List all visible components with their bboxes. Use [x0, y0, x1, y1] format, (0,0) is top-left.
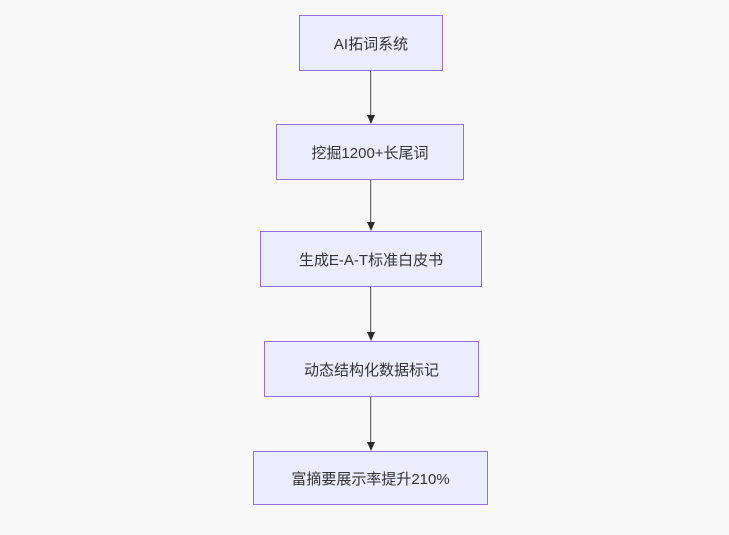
edge-line — [369, 180, 372, 224]
edge-line — [369, 397, 372, 444]
flowchart-edge-3 — [365, 287, 376, 341]
arrowhead-down-icon — [366, 332, 375, 341]
node-label: 挖掘1200+长尾词 — [311, 144, 429, 162]
flowchart-node-rich-snippet-result: 富摘要展示率提升210% — [253, 451, 488, 505]
node-label: 动态结构化数据标记 — [303, 361, 439, 379]
edge-line — [369, 287, 372, 334]
flowchart-node-ai-system: AI拓词系统 — [299, 15, 443, 71]
flowchart-node-structured-data: 动态结构化数据标记 — [264, 341, 479, 397]
flowchart-node-eat-whitepaper: 生成E-A-T标准白皮书 — [260, 231, 482, 287]
arrowhead-down-icon — [366, 222, 375, 231]
flowchart-edge-4 — [365, 397, 376, 451]
flowchart-edge-2 — [365, 180, 376, 231]
arrowhead-down-icon — [366, 115, 375, 124]
node-label: AI拓词系统 — [333, 35, 409, 53]
flowchart-edge-1 — [365, 71, 376, 124]
arrowhead-down-icon — [366, 442, 375, 451]
edge-line — [369, 71, 372, 117]
node-label: 富摘要展示率提升210% — [291, 470, 450, 488]
flowchart-node-longtail-keywords: 挖掘1200+长尾词 — [276, 124, 464, 180]
node-label: 生成E-A-T标准白皮书 — [298, 251, 444, 269]
